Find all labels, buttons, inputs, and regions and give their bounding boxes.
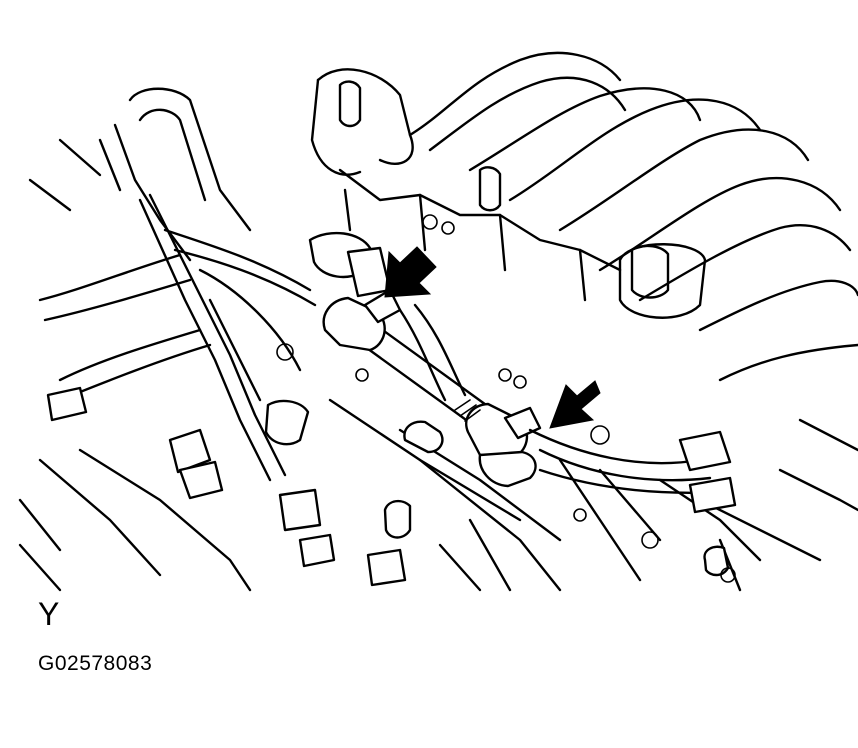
callout-arrow-icon (384, 246, 437, 298)
view-label: Y (38, 596, 60, 632)
fuel-hose-assembly (322, 288, 722, 494)
intake-manifold (310, 51, 858, 445)
engine-hose-illustration (18, 51, 858, 592)
figure-code: G02578083 (38, 652, 153, 675)
left-harness (18, 87, 392, 592)
callout-arrow-icon (549, 380, 601, 429)
engine-block (18, 398, 858, 592)
